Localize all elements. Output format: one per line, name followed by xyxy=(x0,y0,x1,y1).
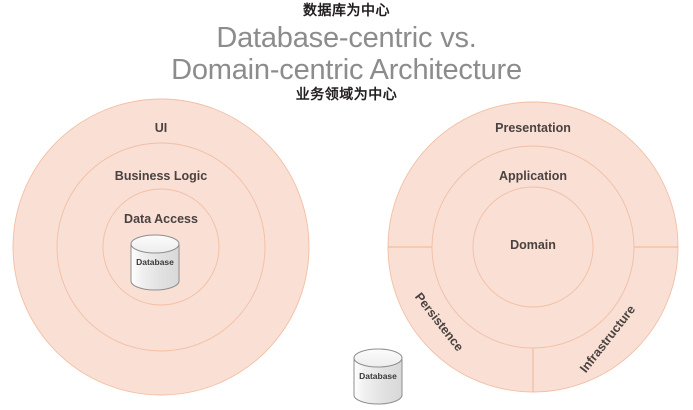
page-title-line1: Database-centric vs. xyxy=(216,22,477,54)
cylinder-body xyxy=(353,357,403,405)
annotation-database-centric-cn: 数据库为中心 xyxy=(303,3,390,19)
left-database-label: Database xyxy=(136,257,174,267)
right-label-presentation: Presentation xyxy=(495,121,571,135)
cylinder-body xyxy=(130,243,180,291)
page-title-line2: Domain-centric Architecture xyxy=(171,54,522,87)
annotation-domain-centric-cn: 业务领域为中心 xyxy=(295,87,398,103)
right-ring-domain xyxy=(472,186,594,308)
right-architecture-circles xyxy=(387,101,679,393)
left-label-business-logic: Business Logic xyxy=(114,169,208,183)
right-label-domain: Domain xyxy=(510,238,556,252)
external-database-cylinder xyxy=(353,348,403,405)
cylinder-top xyxy=(353,348,403,368)
right-label-application: Application xyxy=(498,169,568,183)
page-title: Database-centric vs. Domain-centric Arch… xyxy=(0,22,693,87)
cylinder-top xyxy=(130,234,180,254)
external-database-label: Database xyxy=(359,371,397,381)
left-label-data-access: Data Access xyxy=(124,212,198,226)
left-database-cylinder xyxy=(130,234,180,291)
left-label-ui: UI xyxy=(154,121,168,135)
